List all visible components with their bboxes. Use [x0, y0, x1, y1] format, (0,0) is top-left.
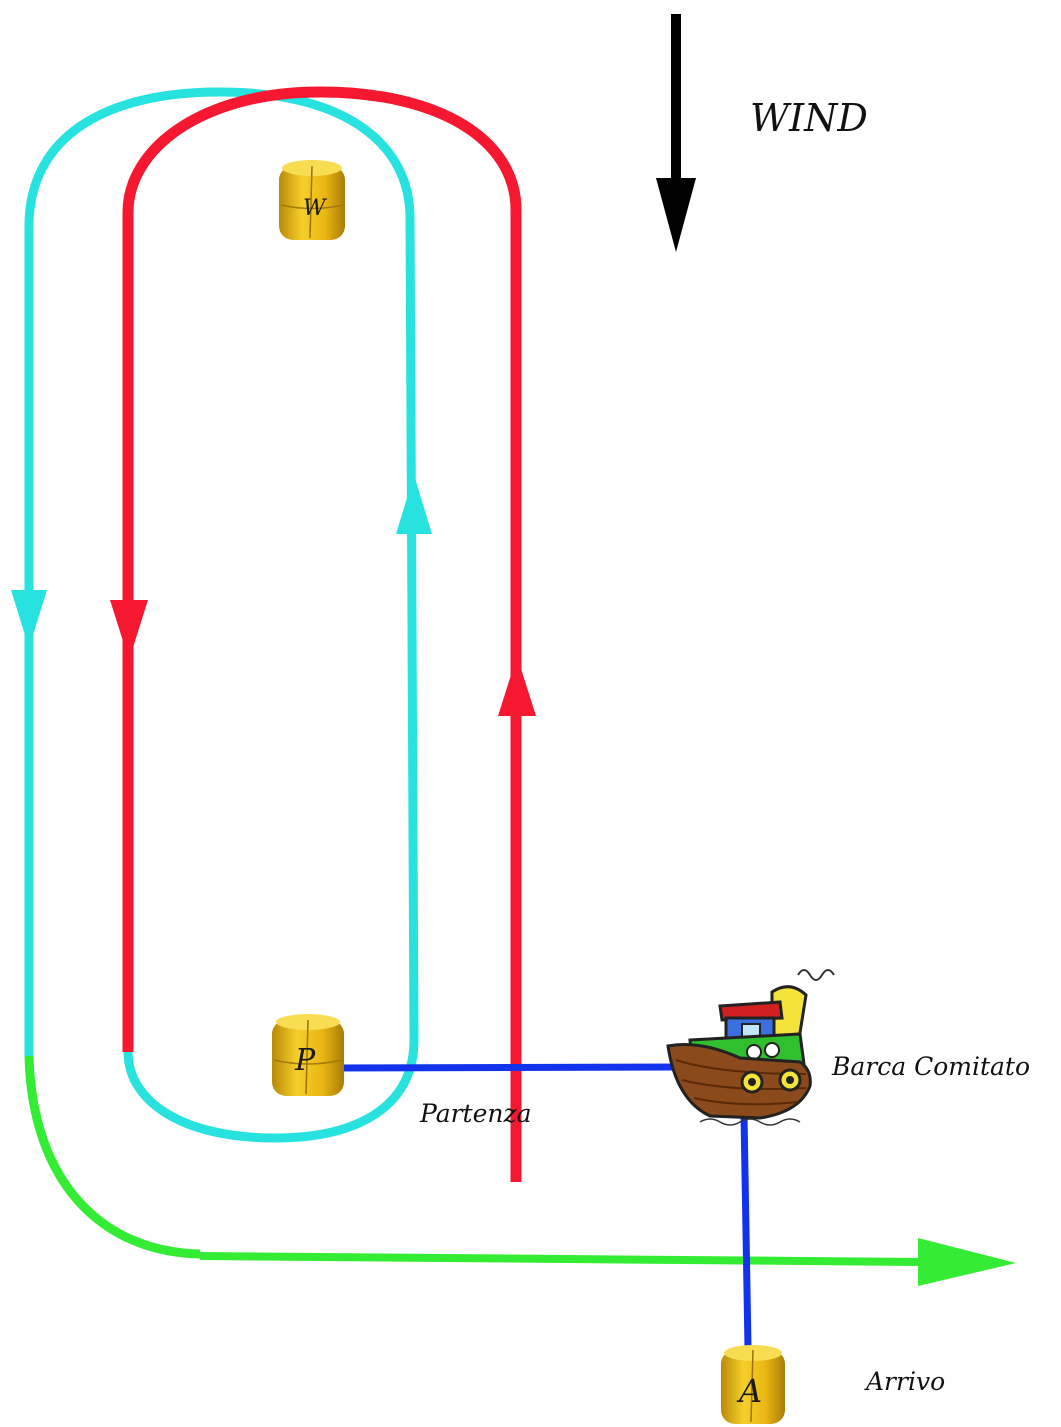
buoy-windward-letter: W [303, 196, 328, 221]
start-label: Partenza [419, 1099, 532, 1128]
finish-line [740, 1114, 752, 1349]
course-final-leg [24, 1055, 1016, 1286]
tugboat-icon [666, 969, 835, 1126]
buoy-icon [721, 1345, 785, 1424]
final-leg-curve [24, 1055, 201, 1259]
buoy-icon [272, 1014, 344, 1096]
buoy-start: P [272, 1014, 344, 1096]
buoy-finish: A [721, 1345, 785, 1424]
wind-label: WIND [750, 96, 868, 140]
lap-one-up-arrow [498, 656, 536, 716]
buoy-windward: W [279, 160, 345, 240]
lap-two-up-arrow [396, 475, 432, 534]
lap-one-path [122, 86, 522, 1182]
buoy-start-letter: P [294, 1043, 316, 1078]
committee-boat-label: Barca Comitato [831, 1052, 1030, 1081]
buoy-finish-letter: A [736, 1372, 762, 1410]
lap-two-outer-path [24, 87, 419, 1143]
lap-two-down-arrow [11, 590, 47, 648]
final-leg-arrowhead [918, 1238, 1016, 1286]
start-line [329, 1063, 679, 1072]
buoy-icon [279, 160, 345, 240]
lap-one-down-arrow [110, 600, 148, 660]
wind-arrow-icon [656, 14, 696, 252]
course-lap-one [122, 86, 522, 1182]
course-lap-two [24, 87, 419, 1143]
finish-label: Arrivo [864, 1367, 945, 1396]
